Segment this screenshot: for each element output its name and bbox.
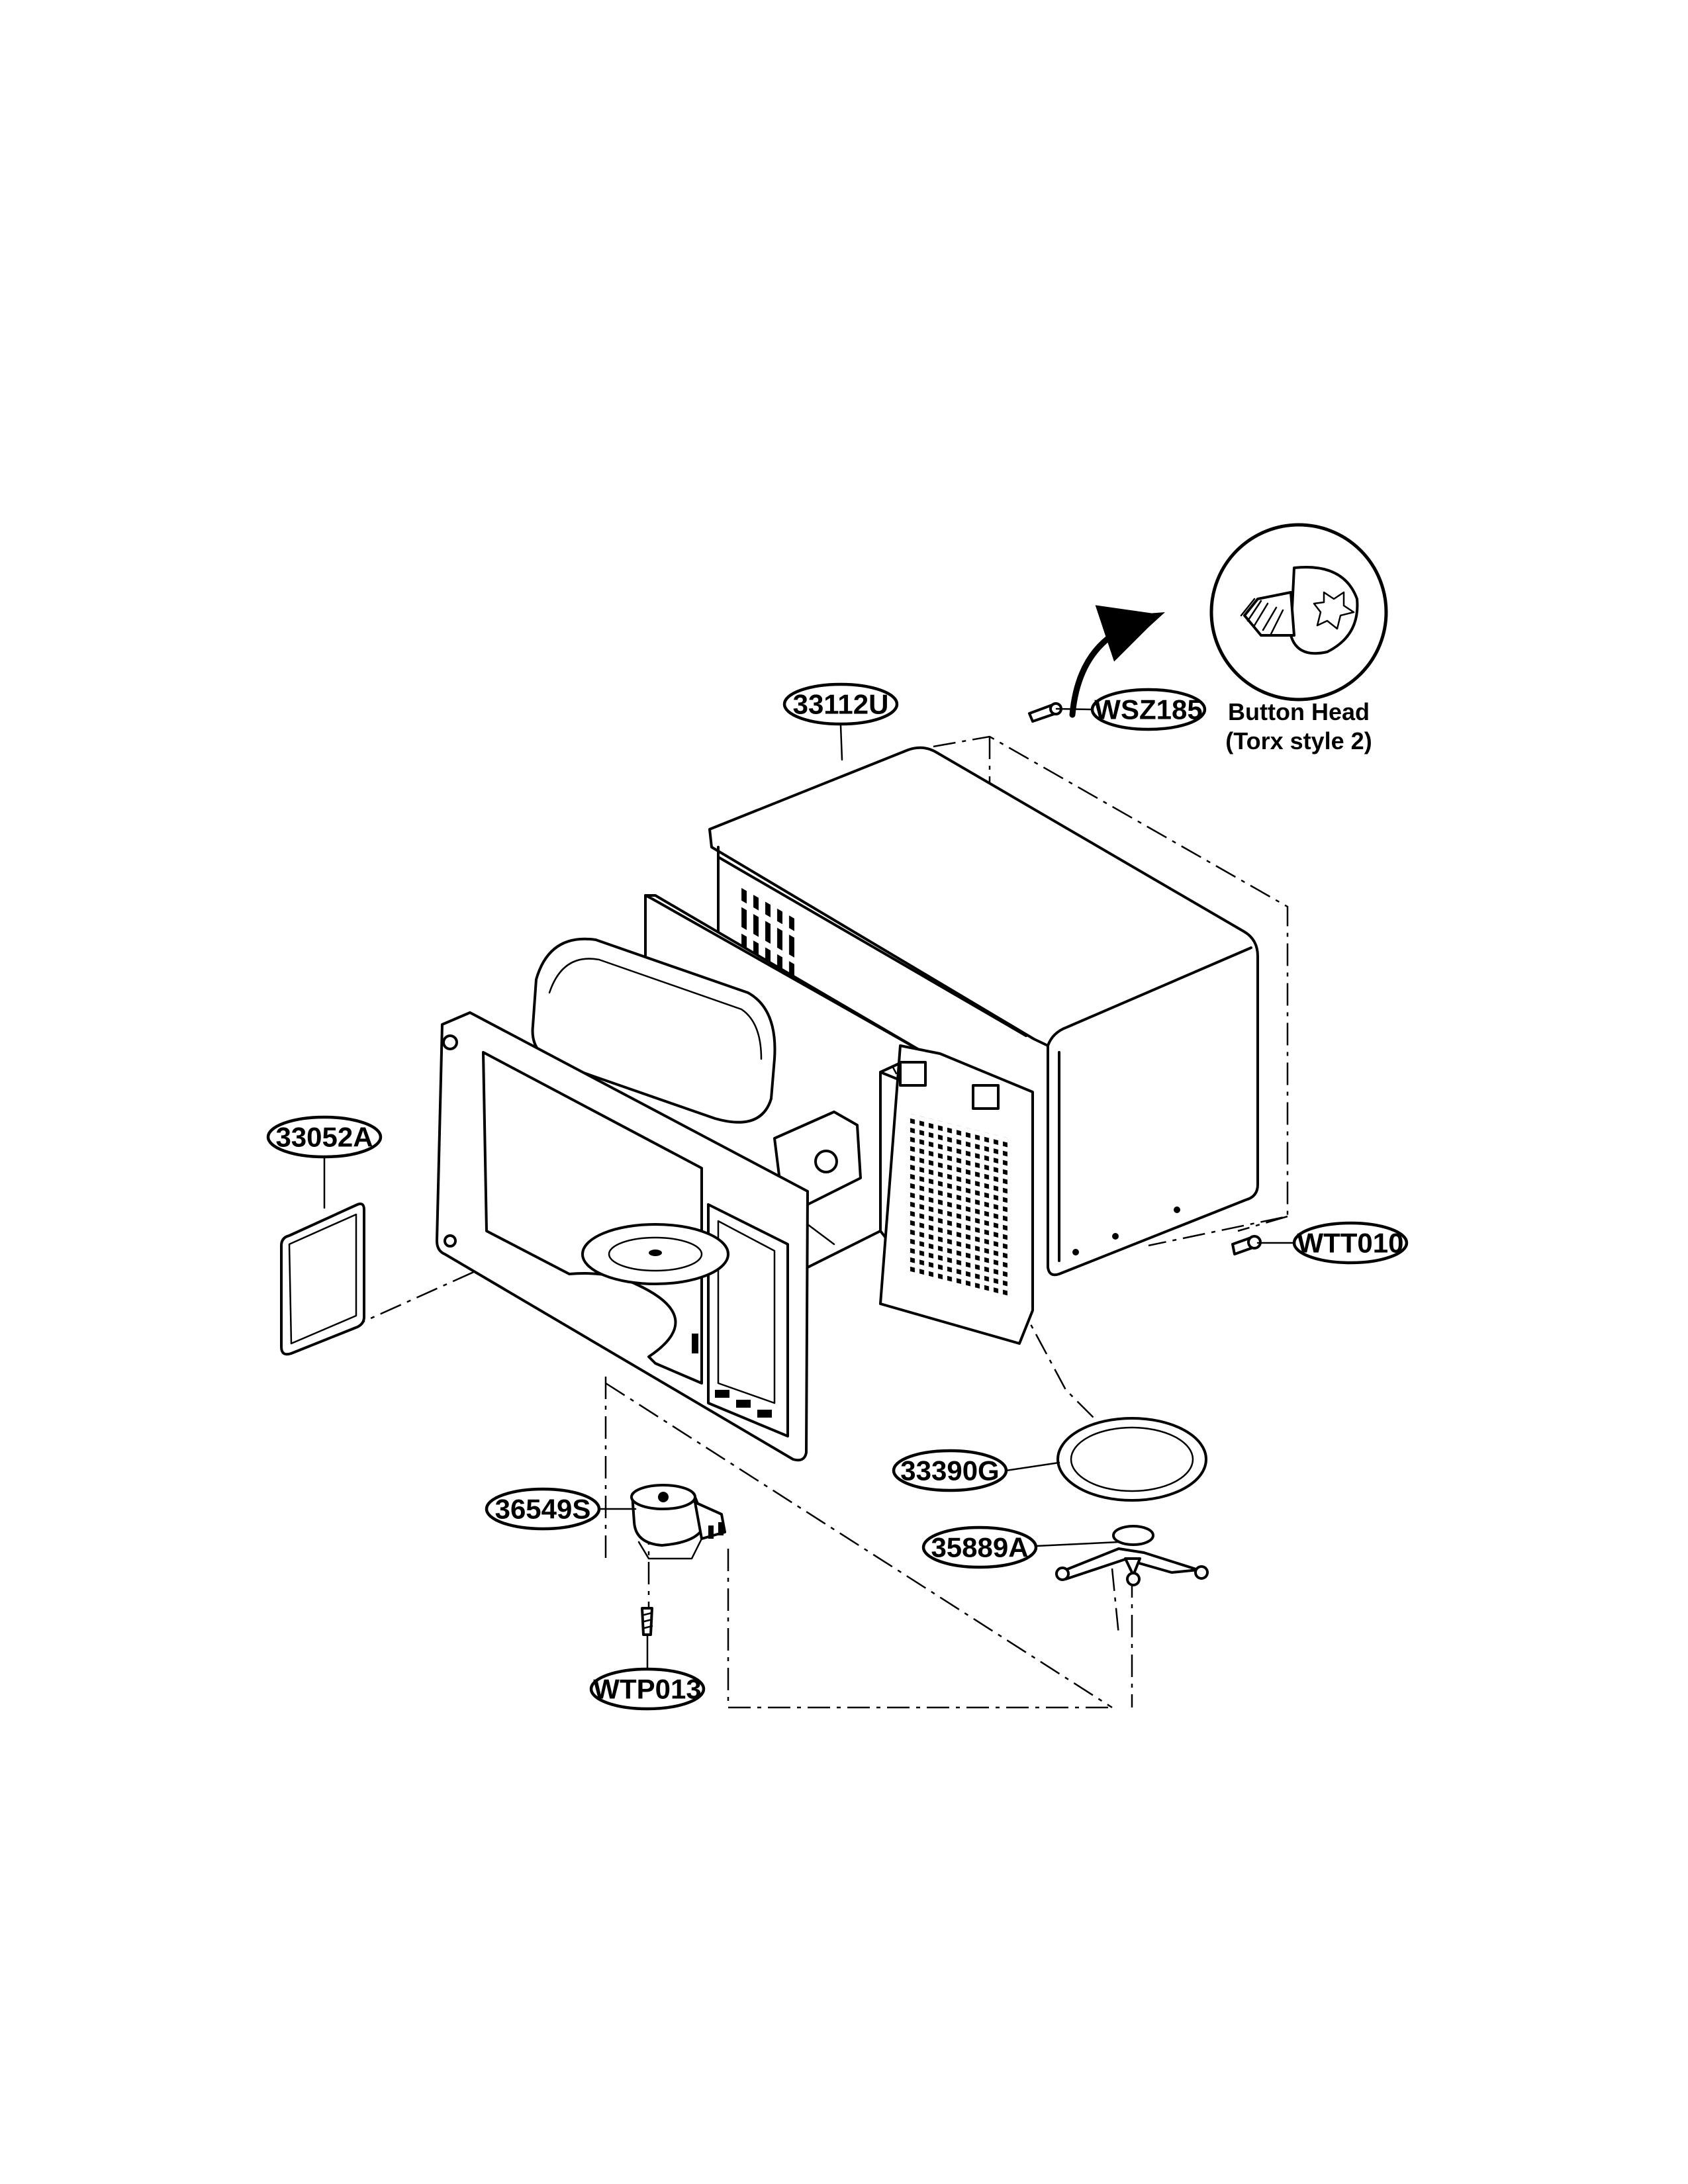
label-33112U: 33112U <box>793 689 889 720</box>
cabinet-screws <box>1028 702 1262 1255</box>
inset-caption-line2: (Torx style 2) <box>1225 727 1372 754</box>
label-WTP013: WTP013 <box>593 1674 701 1705</box>
glass-tray <box>1056 1417 1207 1502</box>
label-WSZ185: WSZ185 <box>1094 694 1202 725</box>
callout-33052A: 33052A <box>266 1115 383 1159</box>
front-frame <box>436 1011 809 1462</box>
label-33390G: 33390G <box>900 1455 999 1486</box>
callout-WSZ185: WSZ185 <box>1090 688 1207 731</box>
label-36549S: 36549S <box>495 1494 591 1525</box>
oven-cavity-chassis <box>525 894 1034 1345</box>
callout-33112U: 33112U <box>782 682 899 726</box>
turntable-motor <box>630 1484 726 1636</box>
label-WTT010: WTT010 <box>1297 1228 1403 1259</box>
callout-33390G: 33390G <box>892 1449 1008 1492</box>
inset-screw-detail <box>1069 523 1388 718</box>
leader-lines <box>598 707 1295 1669</box>
waveguide-cover <box>280 1157 365 1356</box>
roller-guide <box>1055 1525 1209 1586</box>
inset-caption-line1: Button Head <box>1228 698 1370 725</box>
callout-35889A: 35889A <box>921 1525 1038 1569</box>
label-33052A: 33052A <box>275 1122 373 1153</box>
label-35889A: 35889A <box>931 1532 1028 1563</box>
callout-WTT010: WTT010 <box>1292 1221 1409 1265</box>
callout-36549S: 36549S <box>485 1487 601 1531</box>
callout-WTP013: WTP013 <box>589 1667 706 1711</box>
